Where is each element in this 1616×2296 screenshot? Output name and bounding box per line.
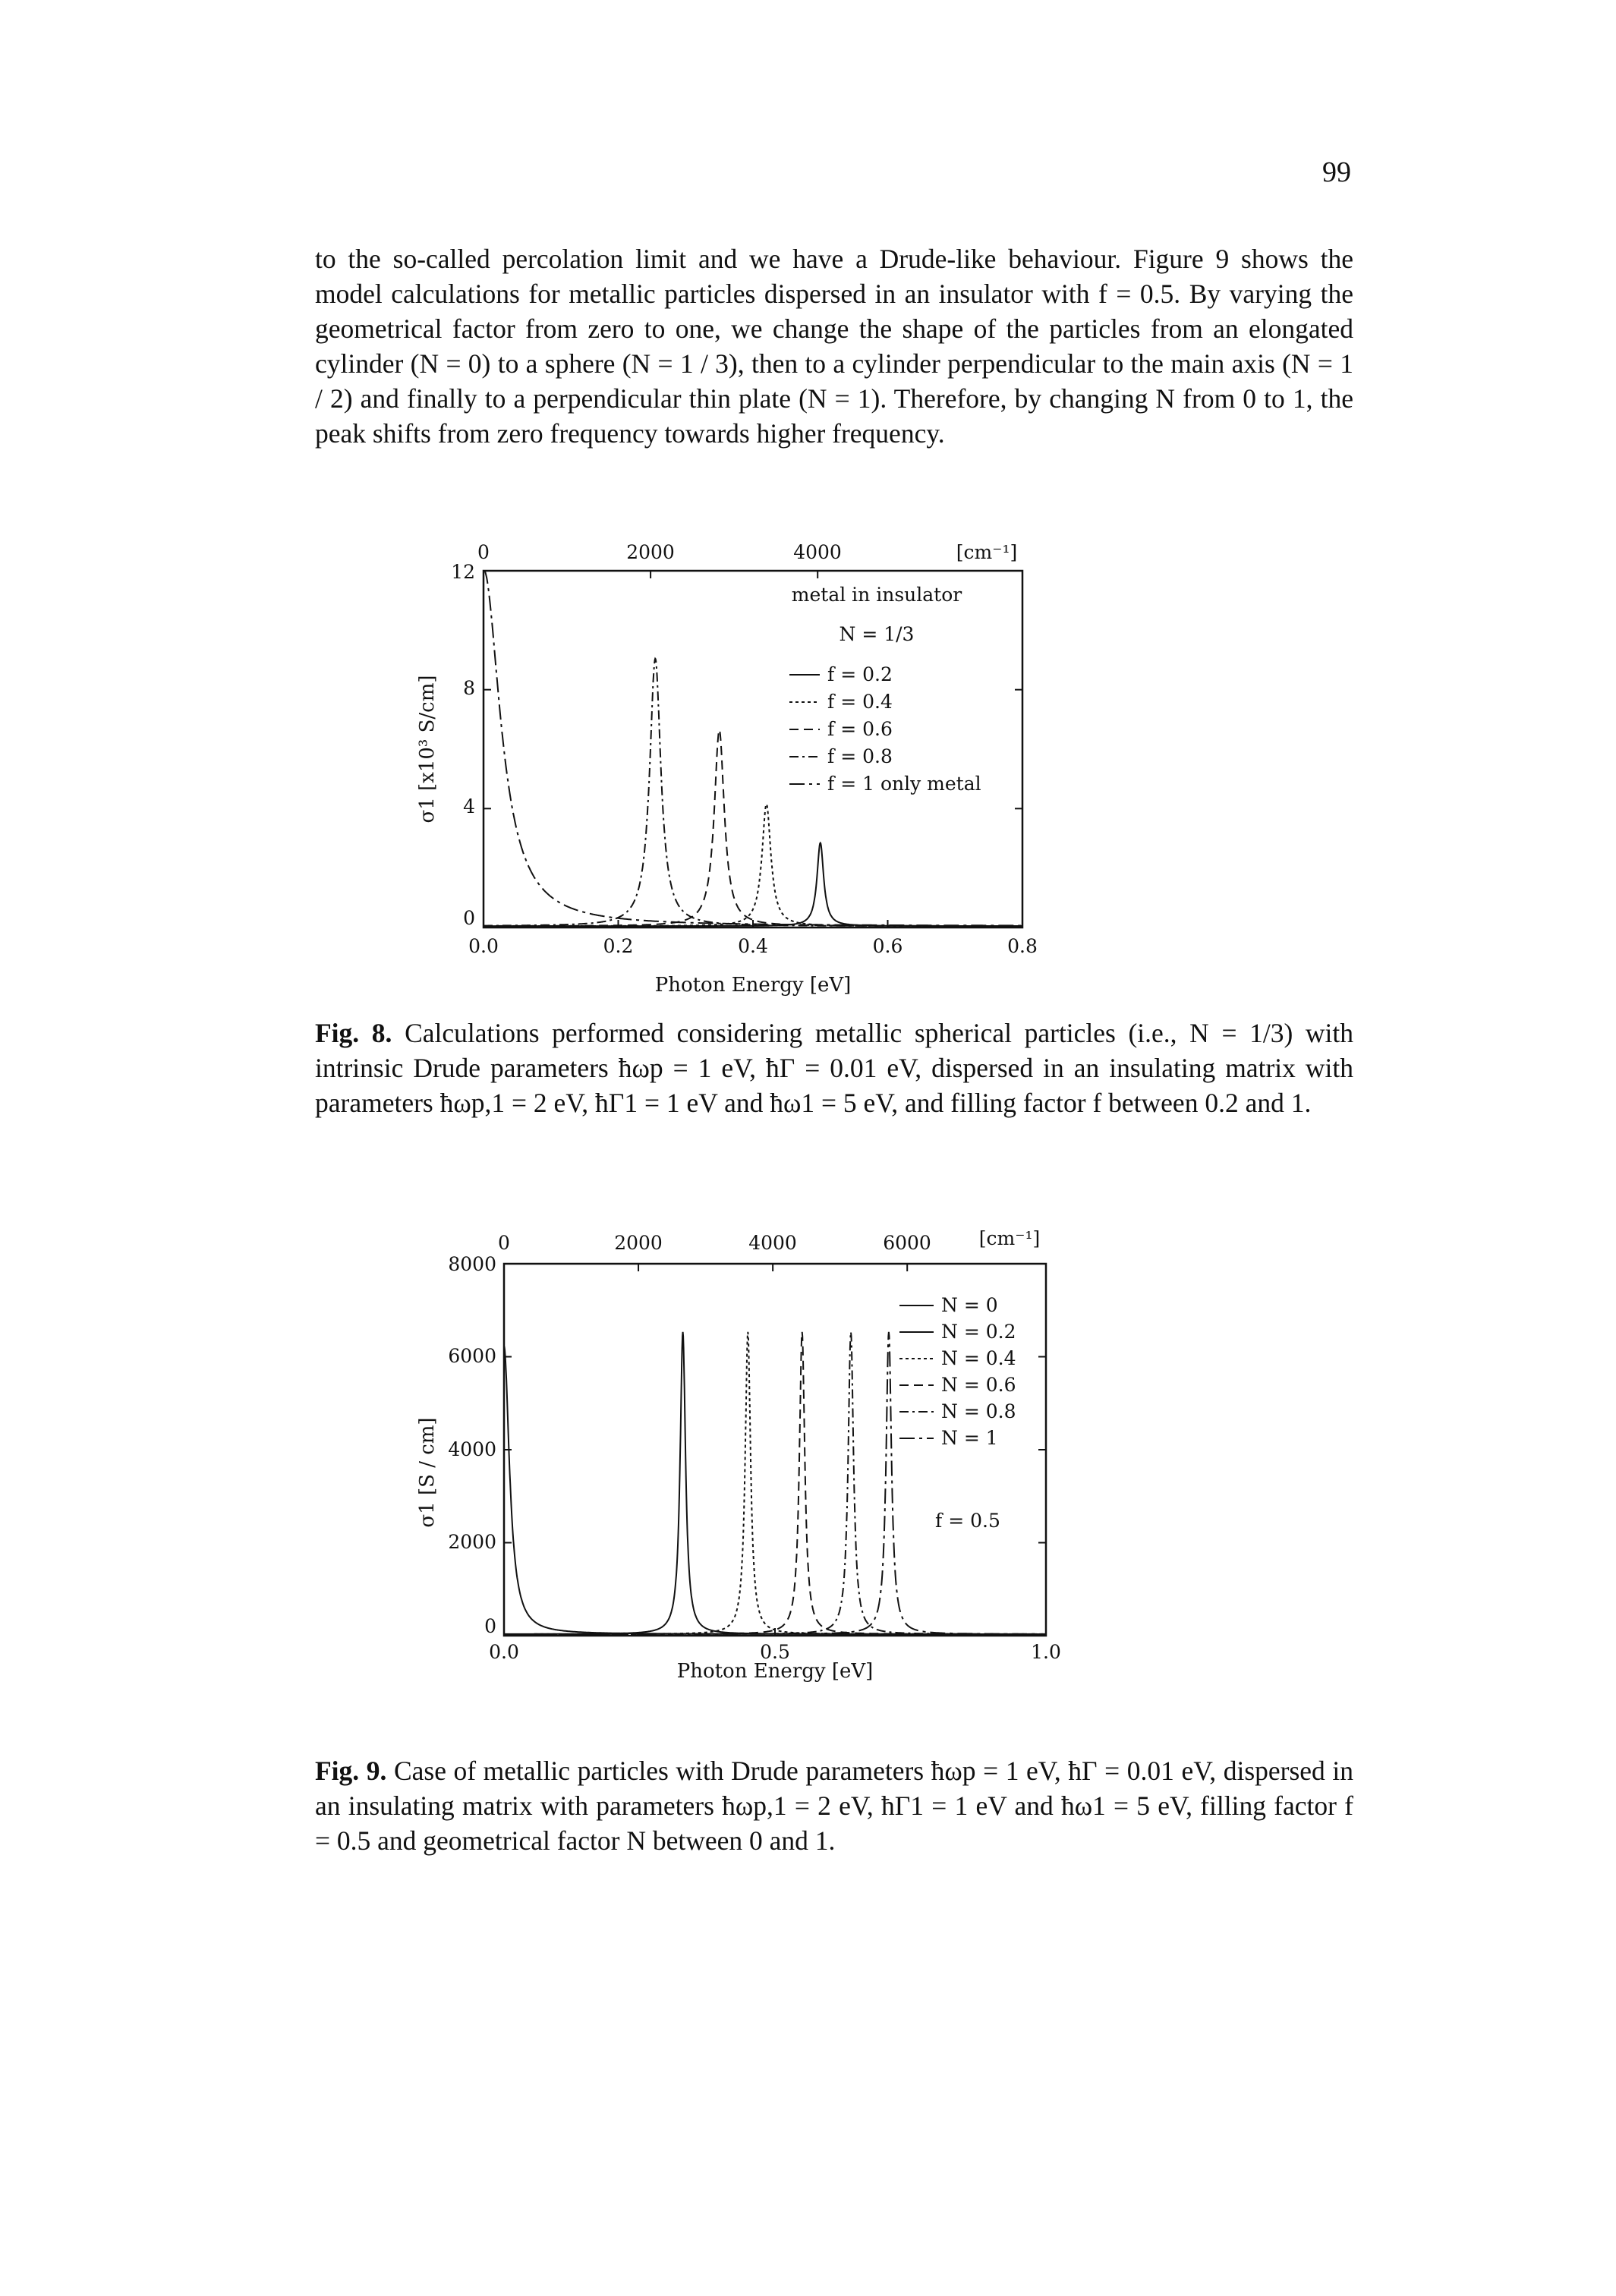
fig8-x-tick-0: 0.0 [468,935,499,957]
fig8-series-line-3 [484,657,1022,927]
fig8-series-line-0 [484,841,1022,928]
figure-9-caption: Fig. 9. Case of metallic particles with … [315,1753,1353,1858]
fig8-y-tick-0: 0 [463,907,475,929]
fig8-top-tick-0: 0 [477,541,490,563]
fig9-legend-label-4: N = 0.8 [941,1400,1016,1422]
fig9-y-tick-4: 8000 [448,1253,496,1275]
page-number: 99 [1322,156,1351,188]
fig8-series [484,571,1022,928]
fig9-legend-label-3: N = 0.6 [941,1374,1016,1396]
fig8-legend-label-1: f = 0.4 [827,691,893,713]
figure-8-caption: Fig. 8. Calculations performed consideri… [315,1016,1353,1120]
fig8-x-tick-1: 0.2 [603,935,634,957]
fig9-x-tick-2: 1.0 [1031,1641,1061,1663]
fig9-top-tick-1: 2000 [614,1232,663,1254]
fig9-ticks [503,1263,1047,1636]
figure-8-label: Fig. 8. [315,1018,392,1048]
fig8-top-tick-1: 2000 [626,541,675,563]
fig8-annotation-1: N = 1/3 [840,623,915,645]
fig9-y-tick-3: 6000 [448,1345,496,1367]
fig9-x-axis-title: Photon Energy [eV] [677,1660,874,1683]
fig8-y-tick-3: 12 [451,561,475,583]
fig8-x-tick-2: 0.4 [738,935,768,957]
fig9-legend-label-2: N = 0.4 [941,1347,1016,1369]
fig9-x-axis-title-svg: Photon Energy [eV] [677,1660,874,1683]
fig8-x-tick-labels: 0.0 0.2 0.4 0.6 0.8 [468,935,1038,957]
figure-8-caption-text: Calculations performed considering metal… [315,1018,1354,1118]
fig8-plot-area [482,569,1024,929]
figure-9-caption-text: Case of metallic particles with Drude pa… [315,1756,1353,1856]
fig8-legend-label-0: f = 0.2 [827,663,893,685]
fig8-series-line-2 [484,729,1022,927]
fig9-x-tick-0: 0.0 [489,1641,519,1663]
fig8-y-axis-title: σ1 [x10³ S/cm] [416,675,439,823]
fig9-x-tick-1: 0.5 [760,1641,790,1663]
fig9-top-tick-labels: 0 2000 4000 6000 [cm⁻¹] [498,1227,1040,1254]
fig9-y-tick-labels: 0 2000 4000 6000 8000 [448,1253,496,1637]
fig8-legend-label-3: f = 0.8 [827,745,893,767]
fig9-frame [502,1262,1047,1637]
fig9-top-tick-2: 4000 [748,1232,797,1254]
fig9-legend: N = 0 N = 0.2 N = 0.4 N = 0.6 N = 0.8 N = 1 [899,1294,1016,1449]
fig9-y-axis-title: σ1 [S / cm] [416,1417,439,1527]
fig8-frame [482,569,1024,929]
fig9-series-line-5 [504,1331,1046,1635]
fig8-y-tick-labels: 0 4 8 12 [451,561,475,929]
fig8-x-tick-3: 0.6 [873,935,903,957]
fig9-legend-label-0: N = 0 [941,1294,998,1316]
fig9-top-axis-unit: [cm⁻¹] [979,1227,1040,1249]
fig9-x-axis-title-wrap: Photon Energy [eV] [0,1652,1616,1690]
fig9-top-tick-0: 0 [498,1232,510,1254]
fig9-x-tick-labels: 0.0 0.5 1.0 [489,1641,1061,1663]
fig8-top-axis-unit: [cm⁻¹] [956,541,1017,563]
fig9-legend-label-5: N = 1 [941,1427,998,1449]
fig8-legend-label-2: f = 0.6 [827,718,893,740]
fig9-y-tick-1: 2000 [448,1531,496,1553]
fig9-y-tick-0: 0 [484,1615,496,1637]
fig9-y-tick-2: 4000 [448,1438,496,1460]
fig9-plot-area [502,1262,1047,1637]
figure-9-label: Fig. 9. [315,1756,387,1786]
fig9-legend-label-1: N = 0.2 [941,1321,1016,1343]
fig8-y-tick-1: 4 [463,795,475,817]
fig8-annotations: metal in insulator N = 1/3 [792,584,962,645]
figure-9: 0 2000 4000 6000 [cm⁻¹] 0 2000 4000 6000… [0,1184,1616,1943]
figure-8-chart: 0 2000 4000 [cm⁻¹] 0 4 8 12 0.0 0.2 0.4 … [416,541,1038,997]
figure-8: 0 2000 4000 [cm⁻¹] 0 4 8 12 0.0 0.2 0.4 … [315,541,1353,1120]
fig9-top-tick-3: 6000 [883,1232,931,1254]
fig8-legend-label-4: f = 1 only metal [827,773,981,795]
fig8-x-axis-title: Photon Energy [eV] [655,974,852,997]
fig8-top-tick-2: 4000 [793,541,842,563]
fig8-annotation-0: metal in insulator [792,584,962,606]
body-paragraph: to the so-called percolation limit and w… [315,244,1353,449]
fig8-ticks [483,570,1023,928]
fig9-annotation-0: f = 0.5 [935,1510,1000,1532]
fig8-top-tick-labels: 0 2000 4000 [cm⁻¹] [477,541,1017,563]
fig8-series-line-1 [484,802,1022,928]
fig9-series [504,1331,1046,1635]
fig8-series-line-4 [484,571,1022,927]
fig8-y-tick-2: 8 [463,677,475,699]
fig9-annotations: f = 0.5 [935,1510,1000,1532]
fig8-legend: f = 0.2 f = 0.4 f = 0.6 f = 0.8 f = 1 only m… [789,663,981,795]
figure-9-chart: 0 2000 4000 6000 [cm⁻¹] 0 2000 4000 6000… [416,1227,1061,1663]
fig8-x-tick-4: 0.8 [1007,935,1038,957]
